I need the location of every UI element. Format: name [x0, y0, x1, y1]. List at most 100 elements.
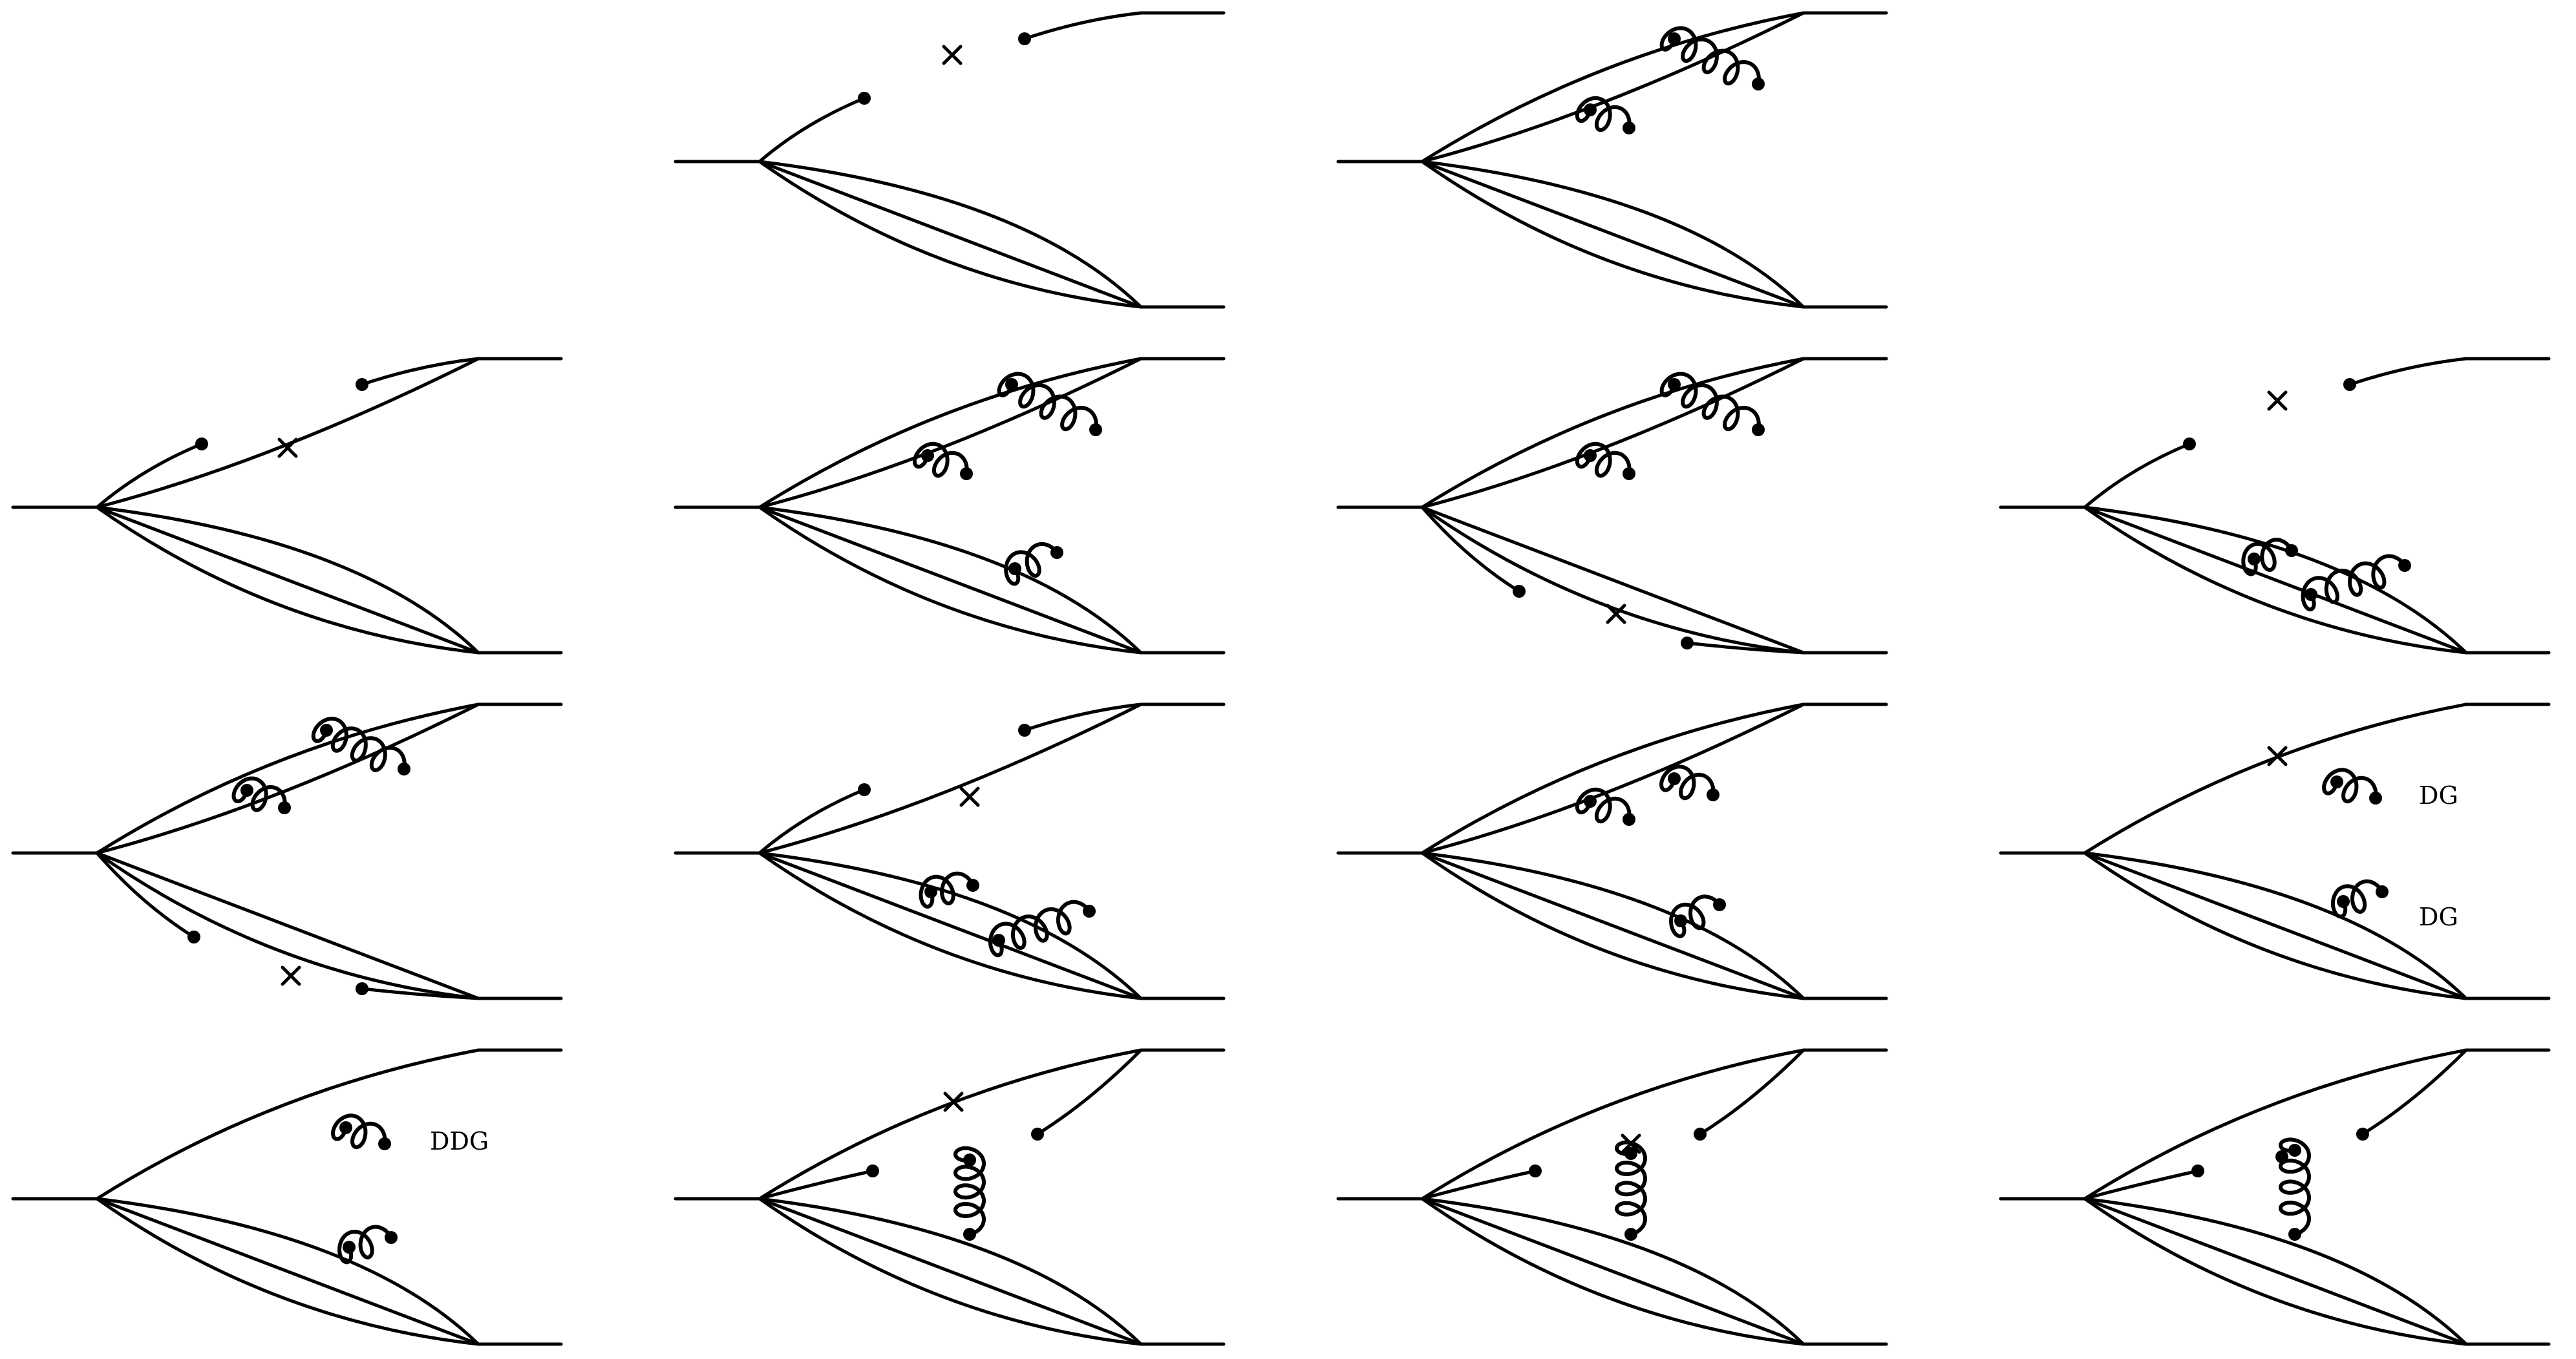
vertex-dot [1752, 78, 1765, 90]
vertex-dot [921, 449, 934, 462]
middle-line [1420, 851, 1805, 1000]
top-line [1420, 11, 1805, 163]
bottom-line [95, 1197, 480, 1346]
top-line-stub [1023, 11, 1143, 41]
vertex-dot [960, 467, 973, 480]
vertex-dot [1031, 1128, 1044, 1141]
panel-r1c2 [674, 11, 1226, 309]
vertex-dot [1623, 121, 1635, 134]
lower-line [2083, 1197, 2468, 1346]
cross-mark [942, 45, 963, 65]
vertex-dot [1668, 772, 1681, 785]
vertex-dot [1018, 32, 1031, 45]
bottom-line [758, 851, 1143, 1000]
bottom-line [2083, 851, 2468, 1000]
vertex-dot [2183, 437, 2196, 450]
bottom-line [758, 1197, 1143, 1346]
vertex-dot [1707, 788, 1719, 801]
gluon-line [912, 441, 969, 478]
inner-top-line [1420, 11, 1805, 163]
inner-top-stub [2083, 1169, 2200, 1201]
vertex-dot [963, 1228, 976, 1241]
vertex-dot [378, 1137, 391, 1150]
top-line [2083, 702, 2468, 855]
vertex-dot [2343, 378, 2356, 391]
vertex-dot [1674, 914, 1687, 927]
vertex-dot [343, 1241, 356, 1254]
top-line-stub [2083, 442, 2191, 509]
vertex-dot [398, 763, 410, 775]
top-line [1420, 357, 1805, 509]
cross-mark [2267, 390, 2288, 411]
vertex-dot [1529, 1164, 1542, 1177]
gluon-line [1659, 26, 1761, 86]
bottom-line [95, 851, 480, 1000]
bottom-line [1420, 851, 1805, 1000]
vertex-dot [1624, 1228, 1637, 1241]
vertex-dot [858, 92, 871, 105]
middle-line [758, 1197, 1143, 1346]
gluon-line [331, 1113, 387, 1150]
vertex-dot [2248, 553, 2261, 565]
vertex-dot [2356, 1128, 2369, 1141]
vertex-dot [866, 1164, 879, 1177]
vertex-dot [924, 885, 937, 898]
vertex-dot [1713, 898, 1726, 911]
middle-line [1420, 1197, 1805, 1346]
top-line [758, 1048, 1143, 1201]
lower-line-stub [1420, 505, 1521, 593]
top-line-stub [360, 357, 480, 386]
panel-r4c2 [674, 1048, 1226, 1346]
vertex-dot [278, 801, 291, 814]
lower-line [758, 505, 1143, 655]
vertex-dot [385, 1231, 398, 1244]
cross-mark [1606, 604, 1626, 624]
vertex-dot [356, 982, 368, 995]
top-line [95, 1048, 480, 1201]
vertex-dot [1668, 378, 1681, 391]
lower-line [1420, 160, 1805, 309]
panel-r1c3 [1336, 11, 1888, 309]
middle-line [2083, 505, 2468, 655]
vertex-dot [1681, 637, 1694, 649]
middle-line [2083, 1197, 2468, 1346]
lower-line [2083, 505, 2468, 655]
vertex-dot [1008, 562, 1021, 575]
middle-line [95, 851, 480, 1000]
gluon-line [1575, 787, 1632, 824]
gluon-line [1659, 372, 1761, 432]
inner-top-line [758, 357, 1143, 509]
gluon-line [1615, 1140, 1647, 1236]
top-line-stub [758, 96, 866, 163]
vertex-dot [320, 724, 333, 737]
top-line [2083, 1048, 2468, 1201]
vertex-dot [858, 783, 871, 796]
vertex-dot [2305, 588, 2317, 601]
panel-r2c2 [674, 357, 1226, 655]
lower-line [758, 1197, 1143, 1346]
cross-mark [943, 1091, 964, 1112]
top-line-stub [1698, 1048, 1805, 1136]
vertex-dot [1089, 423, 1102, 436]
top-line [1420, 702, 1805, 855]
vertex-dot [1584, 103, 1597, 116]
panel-r3c3 [1336, 702, 1888, 1000]
middle-line [2083, 851, 2468, 1000]
lower-line [95, 505, 480, 655]
inner-top-line [1420, 357, 1805, 509]
vertex-dot [1584, 449, 1597, 462]
gluon-line [1004, 542, 1059, 586]
vertex-dot [1668, 32, 1681, 45]
gluon-line [2241, 538, 2294, 576]
lower-line [758, 851, 1143, 1000]
gluon-line [2331, 879, 2384, 919]
bottom-line [2083, 1197, 2468, 1346]
cross-mark [277, 437, 298, 458]
top-line-stub [1023, 702, 1143, 732]
vertex-dot [2191, 1164, 2204, 1177]
panel-r2c1 [11, 357, 563, 655]
diagram-panels [11, 11, 2551, 1346]
vertex-dot [2288, 1144, 2301, 1157]
bottom-line [758, 160, 1143, 309]
vertex-dot [187, 931, 200, 943]
